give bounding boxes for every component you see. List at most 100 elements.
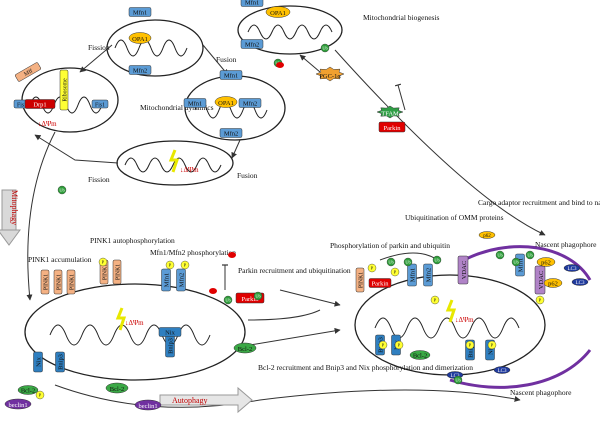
ribosome-protein: Ribosome <box>59 69 69 111</box>
nix-protein: Nix <box>33 351 43 373</box>
pink1-label: PINK1 <box>56 274 62 290</box>
mfn2-protein: Mfn2 <box>238 98 262 108</box>
autophagy-label: Autophagy <box>172 396 208 405</box>
beclin1-label: beclin1 <box>138 403 157 410</box>
mfn1-label: Mfn1 <box>133 10 147 17</box>
ub-marker: Ub <box>403 257 413 267</box>
svg-text:P: P <box>398 343 401 348</box>
svg-text:P: P <box>539 298 542 303</box>
mito-pink1 <box>24 283 246 381</box>
label-ub-omm: Ubiquitination of OMM proteins <box>405 213 504 222</box>
p62-label: p62 <box>541 260 551 267</box>
mfn1-label: Mfn1 <box>518 258 525 272</box>
opa1-label: OPA1 <box>132 36 148 43</box>
drp1-protein: Drp1 <box>24 99 56 109</box>
mfn2-label: Mfn2 <box>133 68 147 75</box>
opa1-protein: OPA1 <box>128 32 152 44</box>
mito-biogenesis <box>237 5 343 55</box>
svg-text:Ub: Ub <box>527 253 533 258</box>
parkin-protein: Parkin <box>378 121 406 133</box>
svg-text:P: P <box>39 393 42 398</box>
svg-text:Ub: Ub <box>497 253 503 258</box>
p-marker: P <box>394 340 404 350</box>
svg-text:Ub: Ub <box>225 298 231 303</box>
mfn1-label: Mfn1 <box>164 273 171 287</box>
parkin-label: Parkin <box>384 125 402 132</box>
label-mfn-phos: Mfn1/Mfn2 phosphorylation <box>150 248 236 257</box>
ub-marker: Ub <box>223 295 233 305</box>
label-bcl2-recruit: Bcl-2 recruitment and Bnip3 and Nix phos… <box>258 363 473 372</box>
mfn1-protein: Mfn1 <box>128 7 152 17</box>
ub-marker: Ub <box>525 250 535 260</box>
mfn2-protein: Mfn2 <box>240 39 264 49</box>
nix-label: Nix <box>488 344 495 354</box>
svg-text:P: P <box>491 343 494 348</box>
pink1-protein: PINK1 <box>355 267 365 293</box>
svg-text:Ub: Ub <box>322 46 328 51</box>
parkin-label: Parkin <box>372 281 390 288</box>
bnip3-label: Bnip3 <box>58 354 65 370</box>
svg-text:Ub: Ub <box>405 260 411 265</box>
ub-marker: Ub <box>320 43 330 53</box>
label-phos-parkin-ub: Phosphorylation of parkin and ubiquitin <box>330 241 450 250</box>
p-marker: P <box>430 295 440 305</box>
p-marker: P <box>465 340 475 350</box>
svg-text:Ub: Ub <box>388 260 394 265</box>
opa1-label: OPA1 <box>270 10 286 17</box>
mito-parkin <box>354 274 546 376</box>
depolarization-bolts <box>115 149 457 331</box>
pink1-label: PINK1 <box>43 274 49 290</box>
mfn2-protein: Mfn2 <box>423 263 433 287</box>
mito-top-center <box>106 19 204 77</box>
p62-protein: p62 <box>543 278 563 288</box>
lc3-label: LC3 <box>498 368 507 374</box>
mff-protein: Mff <box>15 62 41 82</box>
tfam-protein: TFAM <box>376 105 404 119</box>
svg-text:P: P <box>434 298 437 303</box>
svg-text:P: P <box>184 263 187 268</box>
mfn1-protein: Mfn1 <box>219 70 243 80</box>
p-marker: P <box>180 260 190 270</box>
ub-marker: Ub <box>432 255 442 265</box>
label-fission-bottom: Fission <box>88 175 110 184</box>
lc3-label: LC3 <box>576 280 585 286</box>
bcl2-protein: Bcl-2 <box>233 342 257 354</box>
p-marker: P <box>487 340 497 350</box>
mff-label: Mff <box>23 67 34 78</box>
vdac-protein: VDAC <box>534 265 546 295</box>
bcl2-label: Bcl-2 <box>238 346 252 353</box>
arrows <box>26 44 546 408</box>
nix-label: Nix <box>165 330 175 337</box>
p-marker: P <box>390 267 400 277</box>
pink1-protein: PINK1 <box>53 269 63 295</box>
vdac-protein: VDAC <box>457 255 469 285</box>
parkin-dot <box>209 288 217 294</box>
label-fission-top: Fission <box>88 43 110 52</box>
parkin-dot <box>228 252 236 258</box>
lc3-protein: LC3 <box>571 278 589 286</box>
svg-text:Ub: Ub <box>513 260 519 265</box>
mfn1-label: Mfn1 <box>245 0 259 7</box>
mfn1-protein: Mfn1 <box>407 263 417 287</box>
p62-label: p62 <box>548 281 558 288</box>
ub-marker: Ub <box>386 257 396 267</box>
bcl2-label: Bcl-2 <box>110 386 124 393</box>
mfn1-label: Mfn1 <box>188 101 202 108</box>
bnip3-protein: Bnip3 <box>55 351 65 373</box>
opa1-protein: OPA1 <box>265 6 291 18</box>
svg-text:P: P <box>169 263 172 268</box>
mfn2-label: Mfn2 <box>426 268 433 282</box>
svg-text:P: P <box>371 266 374 271</box>
ub-marker: Ub <box>453 375 463 385</box>
bcl2-label: Bcl-2 <box>413 353 427 360</box>
beclin1-label: beclin1 <box>8 402 27 409</box>
svg-text:P: P <box>102 260 105 265</box>
p62-label: p62 <box>483 233 491 239</box>
p-marker: P <box>367 263 377 273</box>
parkin-label: Parkin <box>242 296 260 303</box>
ub-marker: Ub <box>495 250 505 260</box>
label-mito-biogenesis: Mitochondrial biogenesis <box>363 13 440 22</box>
label-parkin-recruit: Parkin recruitment and ubiquitination <box>238 266 351 275</box>
mitophagy-label: Mitophagy <box>10 190 19 225</box>
